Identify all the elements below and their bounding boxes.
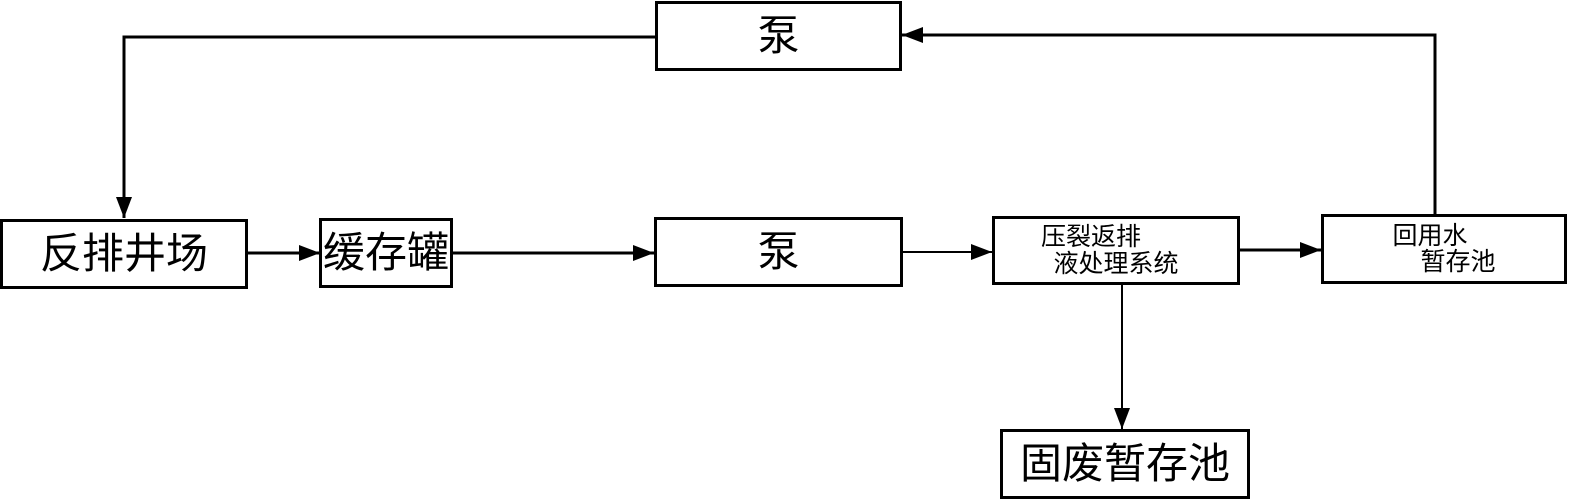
node-treatment-system-label-line2: 液处理系统: [1053, 248, 1179, 278]
node-treatment-system-label-line1: 压裂返排: [1040, 222, 1141, 252]
node-reuse-water-pool-label-line2: 暂存池: [1420, 247, 1496, 276]
node-pump-top-label: 泵: [757, 11, 800, 60]
edge-pump-top-to-wellsite: [116, 35, 656, 218]
node-backflow-wellsite-label: 反排井场: [39, 229, 208, 278]
node-pump-top: 泵: [655, 1, 902, 71]
node-pump-mid: 泵: [654, 217, 903, 287]
node-reuse-water-pool-label-line1: 回用水: [1392, 220, 1468, 250]
node-solid-waste-pool: 固废暂存池: [1000, 429, 1250, 499]
node-solid-waste-pool-label: 固废暂存池: [1019, 439, 1230, 488]
edge-reuse-to-pump-top: [902, 27, 1437, 214]
node-treatment-system: 压裂返排 液处理系统: [992, 216, 1240, 285]
node-reuse-water-pool: 回用水 暂存池: [1321, 214, 1567, 284]
node-pump-mid-label: 泵: [757, 227, 800, 276]
node-buffer-tank: 缓存罐: [319, 218, 453, 288]
node-buffer-tank-label: 缓存罐: [322, 228, 449, 277]
node-backflow-wellsite: 反排井场: [0, 219, 248, 289]
